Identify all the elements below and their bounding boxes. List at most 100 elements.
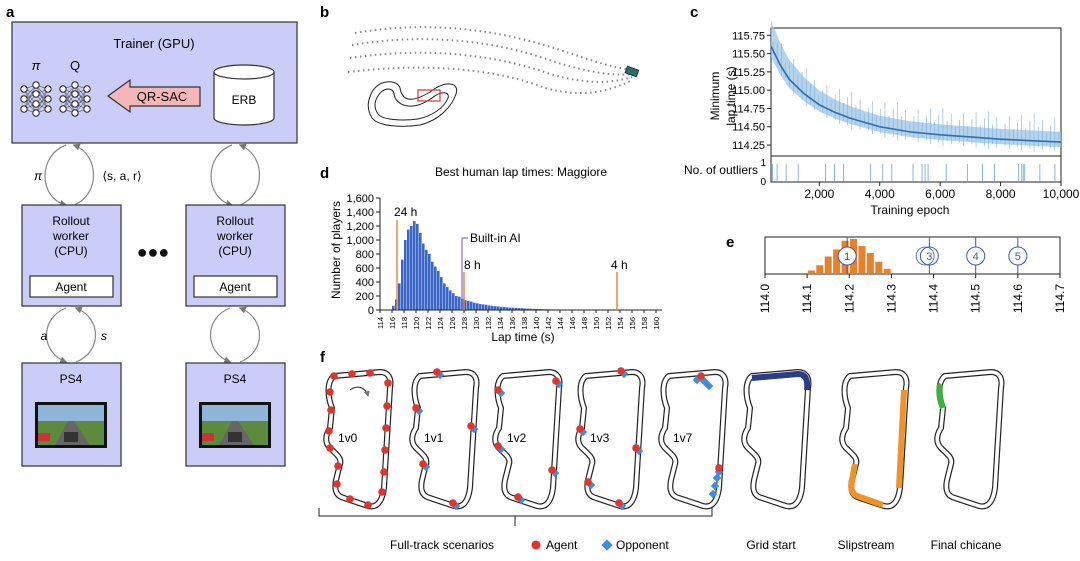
ellipsis-dots: ●●● bbox=[137, 242, 170, 262]
d-bar bbox=[428, 254, 431, 310]
state-label: s bbox=[101, 329, 107, 343]
e-bar bbox=[833, 249, 841, 274]
c-xtick-label: 8,000 bbox=[986, 187, 1016, 201]
d-bar bbox=[410, 226, 413, 310]
d-ytick-label: 400 bbox=[356, 277, 374, 289]
d-ylabel: Number of players bbox=[329, 201, 343, 299]
e-xtick-label: 114.0 bbox=[758, 284, 772, 313]
e-marker-circle bbox=[1008, 246, 1028, 266]
worker-label-line3: (CPU) bbox=[218, 244, 251, 258]
d-xtick-label: 146 bbox=[568, 317, 577, 330]
agent-dot bbox=[494, 386, 502, 394]
c-line-plot bbox=[770, 20, 1062, 152]
agent-dot bbox=[325, 427, 333, 435]
d-bar bbox=[425, 249, 428, 310]
d-bar bbox=[398, 283, 401, 310]
d-bar bbox=[485, 304, 488, 310]
d-xtick-label: 156 bbox=[628, 317, 637, 330]
e-xtick-label: 114.2 bbox=[842, 284, 856, 313]
e-xtick-label: 114.3 bbox=[884, 284, 898, 313]
f-track-7 bbox=[839, 368, 910, 510]
qrsac-arrow: QR-SAC bbox=[106, 78, 201, 114]
agent-dot bbox=[412, 404, 420, 412]
agent-dot bbox=[327, 406, 335, 414]
nn-node bbox=[20, 95, 28, 103]
d-bar bbox=[440, 277, 443, 310]
d-bar bbox=[491, 305, 494, 310]
agent-dot bbox=[715, 464, 723, 472]
agent-dot bbox=[333, 480, 341, 488]
d-bar bbox=[494, 306, 497, 310]
pi-arrow-label: π bbox=[34, 169, 43, 183]
d-xtick-label: 136 bbox=[508, 317, 517, 330]
panel-label-b: b bbox=[320, 4, 329, 21]
d-bar bbox=[509, 307, 512, 310]
d-bar bbox=[392, 305, 395, 310]
e-marker-circle bbox=[966, 246, 986, 266]
e-xtick-label: 114.4 bbox=[927, 284, 941, 313]
nn-edge bbox=[74, 84, 88, 110]
c-ytick-label: 115.75 bbox=[732, 30, 765, 42]
d-bar bbox=[452, 293, 455, 310]
f-track-6 bbox=[741, 368, 812, 510]
agent-dot bbox=[548, 466, 556, 474]
f-track-surface bbox=[493, 370, 562, 509]
c-xtick-label: 2,000 bbox=[804, 187, 834, 201]
d-bar bbox=[416, 223, 419, 310]
outliers-label: No. of outliers bbox=[684, 163, 758, 177]
trainer-worker-arrows bbox=[44, 143, 261, 208]
f-track-8 bbox=[934, 368, 1005, 510]
d-xtick-label: 142 bbox=[544, 317, 553, 330]
d-xtick-label: 134 bbox=[496, 317, 505, 330]
f-track-1: 1v0 bbox=[323, 368, 394, 510]
d-bar bbox=[422, 243, 425, 310]
agent-dot bbox=[381, 446, 389, 454]
d-bar bbox=[473, 302, 476, 310]
c-xtick-label: 10,000 bbox=[1043, 187, 1080, 201]
ps4-box-2: PS4 bbox=[185, 362, 286, 467]
d-bar bbox=[449, 290, 452, 310]
d-bar bbox=[533, 308, 536, 310]
d-annotations: 24 h Built-in AI 8 h 4 h bbox=[394, 205, 628, 310]
agent-dot bbox=[576, 425, 584, 433]
f-track-3: 1v2 bbox=[492, 368, 564, 510]
d-bar bbox=[434, 266, 437, 310]
nn-node bbox=[71, 100, 79, 108]
f-track-5: 1v7 bbox=[658, 368, 729, 510]
nn-node bbox=[44, 85, 52, 93]
track-trajectories bbox=[347, 26, 633, 94]
d-title: Best human lap times: Maggiore bbox=[435, 165, 607, 179]
nn-edge bbox=[74, 88, 88, 114]
e-marker-circle bbox=[837, 246, 857, 266]
c-ytick-label: 114.50 bbox=[732, 122, 765, 134]
d-bar bbox=[521, 308, 524, 310]
nn-node bbox=[32, 109, 40, 117]
agent-dot bbox=[380, 468, 388, 476]
d-xtick-label: 122 bbox=[424, 317, 433, 330]
nn-node bbox=[20, 85, 28, 93]
f-track-surface bbox=[324, 370, 393, 509]
c-ylabel-line1: Minimum bbox=[708, 72, 722, 121]
policy-network-icon bbox=[20, 81, 52, 117]
worker-ps4-arrows bbox=[45, 306, 261, 364]
d-ytick-label: 0 bbox=[368, 305, 374, 317]
panel-label-c: c bbox=[690, 4, 698, 21]
e-bar bbox=[866, 253, 874, 274]
nn-node bbox=[59, 105, 67, 113]
annot-24h: 24 h bbox=[394, 205, 417, 219]
c-ytick-label: 115.00 bbox=[732, 85, 765, 97]
c-outlier-frame bbox=[770, 155, 1062, 183]
c-xtick-label: 4,000 bbox=[865, 187, 895, 201]
agent-legend-label: Agent bbox=[546, 538, 578, 552]
d-xtick-label: 126 bbox=[448, 317, 457, 330]
agent-dot bbox=[326, 388, 334, 396]
d-bar bbox=[467, 300, 470, 310]
panel-label-e: e bbox=[726, 234, 734, 251]
action-label: a bbox=[41, 329, 48, 343]
trainer-box: Trainer (GPU) π Q QR-SAC ERB bbox=[11, 21, 298, 144]
agent-dot bbox=[326, 444, 334, 452]
d-bar bbox=[407, 229, 410, 310]
